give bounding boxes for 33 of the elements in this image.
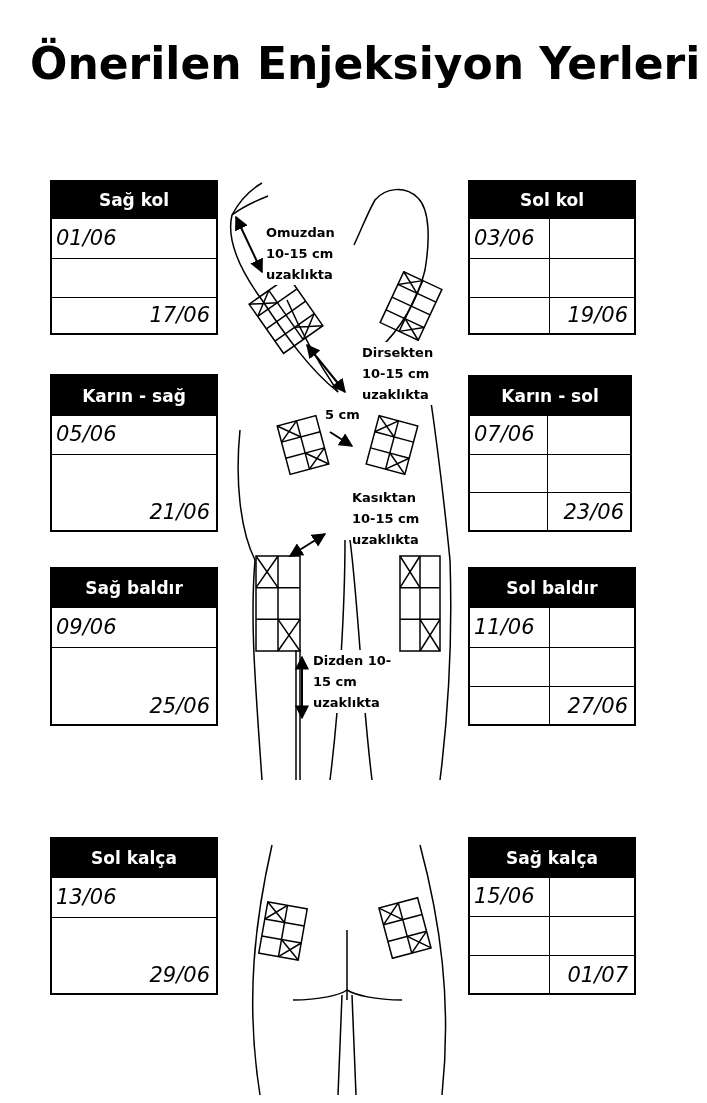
date-text: 01/06 xyxy=(56,226,117,250)
date-text: 17/06 xyxy=(149,303,210,327)
table-header: Sol baldır xyxy=(470,569,634,607)
table-header: Sol kol xyxy=(470,182,634,218)
date-table xyxy=(50,837,218,995)
date-table xyxy=(50,567,218,726)
title: Önerilen Enjeksiyon Yerleri xyxy=(30,38,701,89)
date-text: 11/06 xyxy=(474,615,535,639)
date-text: 03/06 xyxy=(474,226,535,250)
date-text: 19/06 xyxy=(567,303,628,327)
table-header: Sağ kol xyxy=(52,182,216,218)
date-text: 13/06 xyxy=(56,885,117,909)
date-text: 27/06 xyxy=(567,694,628,718)
date-text: 15/06 xyxy=(474,884,535,908)
date-table xyxy=(468,180,636,335)
table-header: Sağ kalça xyxy=(470,839,634,877)
date-table xyxy=(468,837,636,995)
table-header: Sol kalça xyxy=(52,839,216,877)
date-table xyxy=(468,567,636,726)
date-text: 05/06 xyxy=(56,422,117,446)
date-text: 29/06 xyxy=(149,963,210,987)
date-table xyxy=(468,375,632,532)
table-header: Sağ baldır xyxy=(52,569,216,607)
date-table xyxy=(50,374,218,532)
date-table xyxy=(50,180,218,335)
date-text: 25/06 xyxy=(149,694,210,718)
date-text: 01/07 xyxy=(567,963,628,987)
date-text: 21/06 xyxy=(149,500,210,524)
date-text: 09/06 xyxy=(56,615,117,639)
date-text: 07/06 xyxy=(474,422,535,446)
date-text: 23/06 xyxy=(563,500,624,524)
table-header: Karın - sol xyxy=(470,377,630,415)
table-header: Karın - sağ xyxy=(52,376,216,415)
